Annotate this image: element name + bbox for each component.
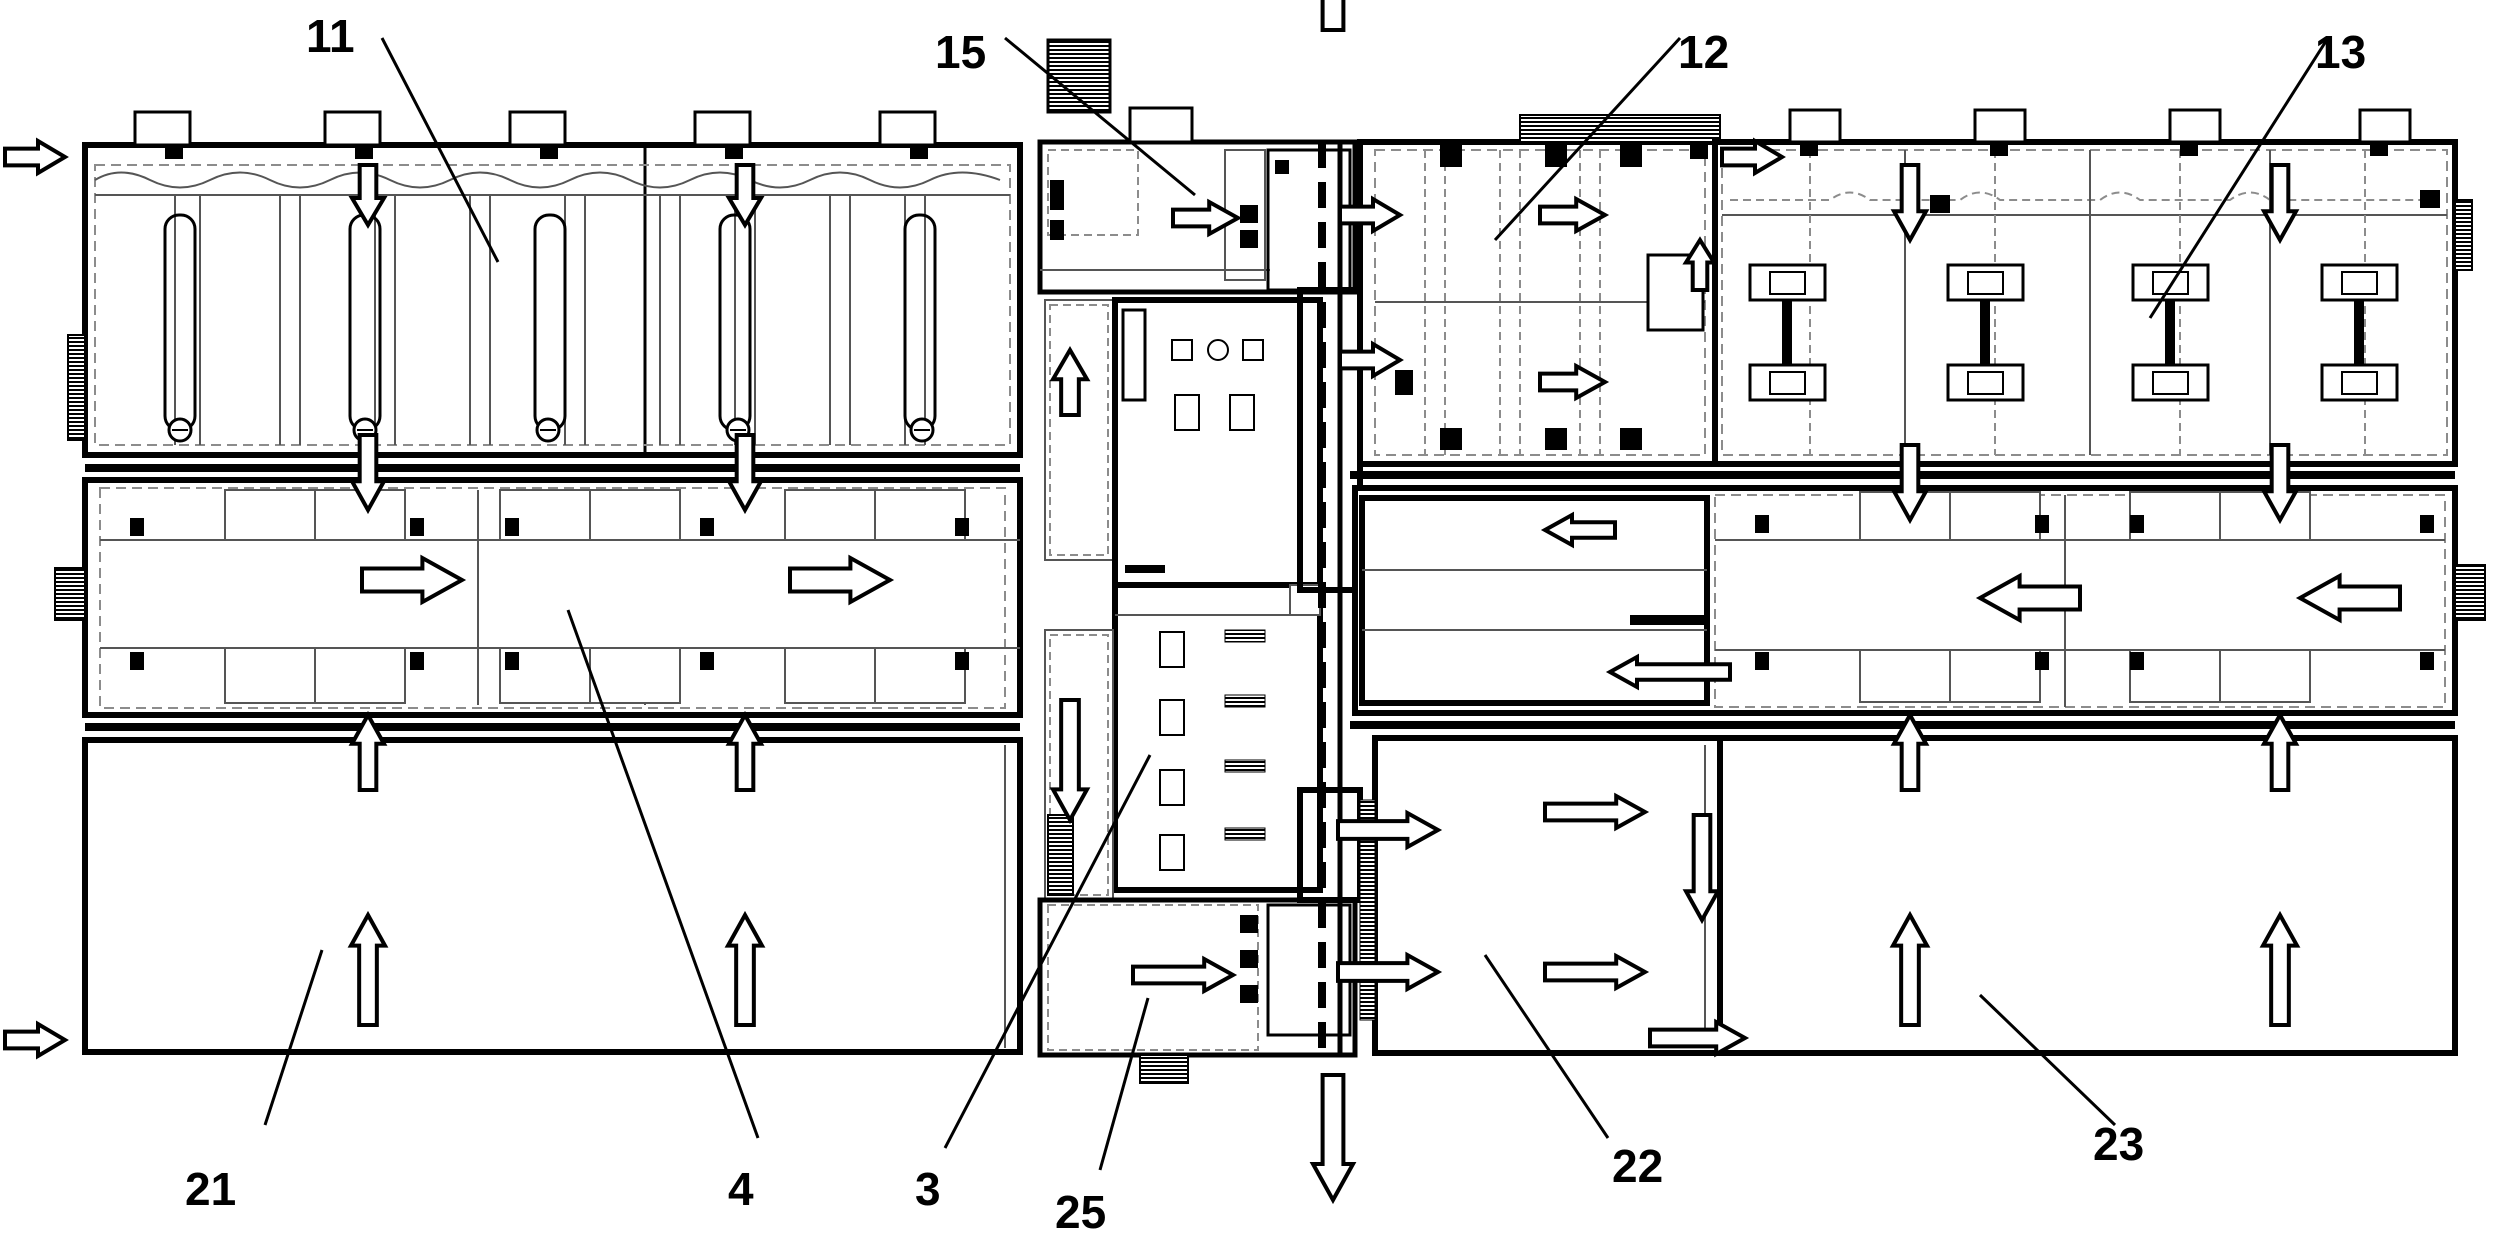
flow-arrow-icon	[1171, 198, 1243, 238]
flow-arrow-icon	[725, 710, 765, 792]
flow-arrow-icon	[1131, 955, 1238, 995]
flow-arrow-icon	[3, 1020, 69, 1060]
flow-arrow-icon	[1049, 698, 1091, 825]
flow-arrow-icon	[1538, 195, 1610, 235]
flow-arrow-icon	[2259, 910, 2301, 1027]
flow-arrow-icon	[347, 910, 389, 1027]
flow-arrow-icon	[348, 710, 388, 792]
flow-arrow-icon	[1538, 362, 1610, 402]
flow-arrow-icon	[1890, 163, 1930, 245]
center-control-room	[1112, 297, 1323, 588]
right-cold-room-22	[1359, 735, 1723, 1056]
flow-arrow-icon	[1543, 792, 1650, 832]
right-cold-room-23	[1717, 735, 2458, 1056]
label-12: 12	[1678, 26, 1729, 78]
label-23: 23	[2093, 1118, 2144, 1170]
flow-arrow-icon	[1338, 340, 1404, 380]
label-13: 13	[2315, 26, 2366, 78]
label-22: 22	[1612, 1140, 1663, 1192]
flow-arrow-icon	[1682, 813, 1722, 925]
flow-arrow-icon	[1309, 1073, 1357, 1205]
label-21: 21	[185, 1163, 236, 1215]
flow-arrow-icon	[2260, 710, 2300, 792]
center-equipment-room-3	[1112, 582, 1323, 893]
callout-labels: 11 15 12 13 21 4 3 25 22 23	[185, 10, 2366, 1237]
leader-lines	[263, 36, 2330, 1171]
flow-arrow-icon	[1648, 1018, 1750, 1058]
right-equipment-room-12	[1357, 114, 1721, 467]
flow-arrow-icon	[1890, 710, 1930, 792]
flow-arrow-icon	[348, 433, 388, 515]
flow-arrow-icon	[788, 554, 895, 606]
center-vertical-shaft-upper	[1044, 299, 1114, 561]
flow-arrow-icon	[1049, 346, 1091, 417]
label-15: 15	[935, 26, 986, 78]
flow-arrow-icon	[1320, 0, 1346, 32]
flow-arrow-icon	[360, 554, 467, 606]
label-3: 3	[915, 1163, 941, 1215]
flow-arrow-icon	[1336, 951, 1443, 993]
label-25: 25	[1055, 1186, 1106, 1232]
flow-arrow-icon	[1682, 236, 1718, 292]
flow-arrow-icon	[1540, 511, 1617, 549]
airflow-arrows	[3, 0, 2402, 1205]
flow-arrow-icon	[1543, 952, 1650, 992]
flow-arrow-icon	[725, 433, 765, 515]
flow-arrow-icon	[348, 163, 388, 229]
flow-arrow-icon	[1975, 572, 2082, 624]
right-corridor	[1352, 485, 2486, 716]
label-11: 11	[306, 10, 355, 62]
flow-arrow-icon	[1338, 195, 1404, 235]
flow-arrow-icon	[2260, 163, 2300, 245]
center-room-25	[1037, 897, 1358, 1084]
flow-arrow-icon	[1890, 443, 1930, 525]
flow-arrow-icon	[1605, 653, 1732, 691]
flow-arrow-icon	[3, 137, 69, 177]
right-equipment-room-13	[1690, 108, 2473, 467]
left-corridor-4	[54, 477, 1023, 718]
flow-arrow-icon	[724, 910, 766, 1027]
flow-arrow-icon	[1889, 910, 1931, 1027]
center-room-15	[1037, 38, 1358, 295]
label-4: 4	[728, 1163, 754, 1215]
flow-arrow-icon	[1720, 137, 1786, 177]
flow-arrow-icon	[2295, 572, 2402, 624]
flow-arrow-icon	[1336, 809, 1443, 851]
left-cold-room-21	[82, 737, 1023, 1055]
left-equipment-room-11	[67, 110, 1023, 458]
flow-arrow-icon	[725, 163, 765, 229]
flow-arrow-icon	[2260, 443, 2300, 525]
